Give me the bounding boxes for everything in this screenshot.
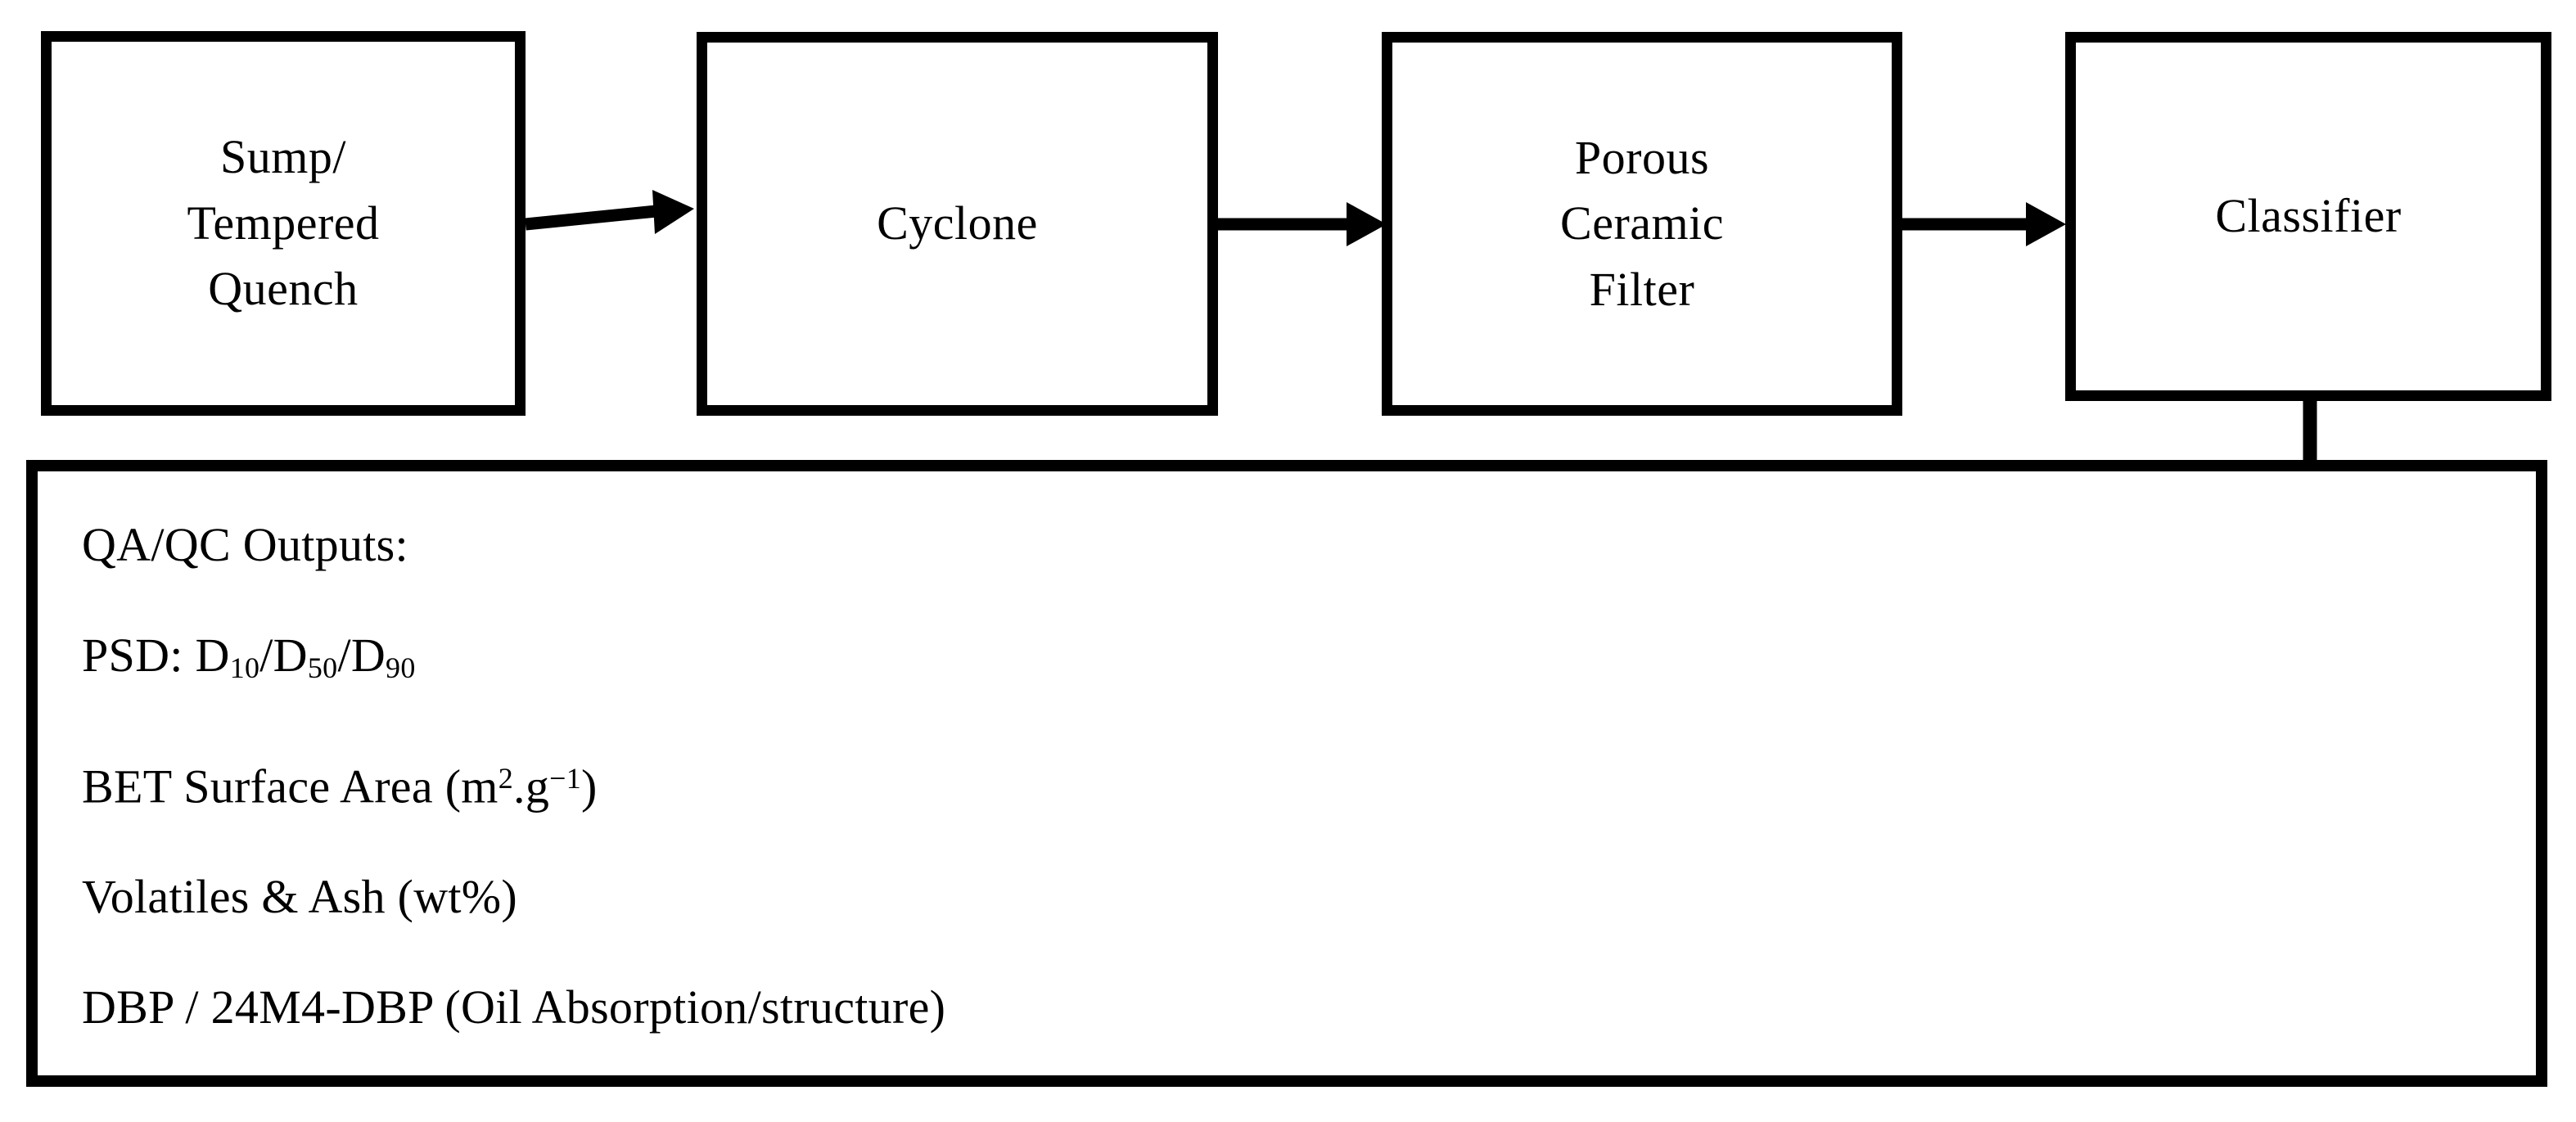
qaqc-outputs-panel[interactable]: QA/QC Outputs: PSD: D10/D50/D90 BET Surf… (26, 460, 2547, 1087)
qaqc-outputs-list: QA/QC Outputs: PSD: D10/D50/D90 BET Surf… (82, 489, 945, 1062)
qaqc-heading: QA/QC Outputs: (82, 518, 408, 571)
arrow-sump-to-cyclone (525, 175, 702, 273)
process-box-label-line: Cyclone (877, 196, 1038, 250)
qaqc-item-dbp: DBP / 24M4-DBP (Oil Absorption/structure… (82, 980, 946, 1034)
process-box-label-line: Quench (208, 262, 359, 316)
process-box-label-line: Filter (1589, 262, 1695, 316)
process-box-label: Cyclone (877, 191, 1038, 256)
process-box-label-line: Sump/ (219, 130, 346, 184)
qaqc-item-psd: PSD: D10/D50/D90 (82, 629, 416, 684)
process-box-label-line: Porous (1574, 130, 1710, 184)
process-box-label-line: Classifier (2215, 189, 2402, 243)
arrow-cyclone-to-filter (1218, 175, 1394, 273)
process-box-porous-ceramic-filter[interactable]: Porous Ceramic Filter (1382, 32, 1902, 416)
qaqc-item-volatiles-ash: Volatiles & Ash (wt%) (82, 870, 518, 924)
qaqc-item-bet-surface-area: BET Surface Area (m2.g−1) (82, 759, 598, 813)
arrow-filter-to-classifier (1902, 175, 2078, 273)
process-box-label: Classifier (2215, 183, 2401, 249)
process-box-sump-tempered-quench[interactable]: Sump/ Tempered Quench (41, 31, 526, 416)
process-box-label: Sump/ Tempered Quench (187, 124, 379, 322)
process-box-cyclone[interactable]: Cyclone (697, 32, 1218, 416)
process-box-classifier[interactable]: Classifier (2065, 32, 2551, 401)
process-box-label: Porous Ceramic Filter (1560, 125, 1724, 322)
process-box-label-line: Ceramic (1560, 196, 1724, 250)
process-box-label-line: Tempered (187, 196, 380, 250)
